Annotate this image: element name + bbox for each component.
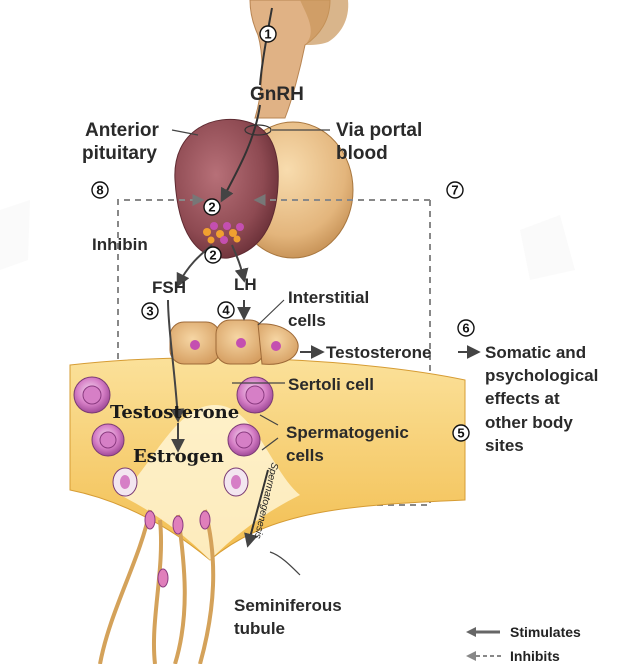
step-2a: 2	[204, 199, 220, 215]
somatic-effects-label-line4: other body	[485, 413, 573, 432]
testosterone-inner-label: Testosterone	[110, 402, 239, 423]
svg-text:5: 5	[457, 426, 464, 441]
inhibin-label: Inhibin	[92, 235, 148, 254]
spermatogenic-cells-label-line1: Spermatogenic	[286, 423, 409, 442]
somatic-effects-label-line1: Somatic and	[485, 343, 586, 362]
seminiferous-tubule-label-line1: Seminiferous	[234, 596, 342, 615]
step-6: 6	[458, 320, 474, 336]
legend: Stimulates Inhibits	[466, 624, 581, 664]
step-3: 3	[142, 303, 158, 319]
svg-text:3: 3	[146, 304, 153, 319]
svg-text:4: 4	[222, 303, 230, 318]
svg-text:1: 1	[264, 27, 271, 42]
anterior-pituitary-label-line1: Anterior	[85, 120, 160, 141]
legend-stimulates: Stimulates	[466, 624, 581, 640]
svg-text:2: 2	[209, 248, 216, 263]
via-portal-blood-label-line1: Via portal	[336, 120, 422, 141]
anterior-pituitary-label-line2: pituitary	[82, 143, 157, 164]
legend-stimulates-label: Stimulates	[510, 624, 581, 640]
lh-label: LH	[234, 275, 257, 294]
step-1: 1	[260, 26, 276, 42]
spermatogenic-cells-label-line2: cells	[286, 446, 324, 465]
via-portal-blood-label-line2: blood	[336, 143, 388, 164]
somatic-effects-label-line5: sites	[485, 436, 524, 455]
svg-text:8: 8	[96, 183, 103, 198]
step-2b: 2	[205, 247, 221, 263]
step-7: 7	[447, 182, 463, 198]
gnrh-label: GnRH	[250, 84, 304, 105]
estrogen-label: Estrogen	[133, 446, 224, 467]
interstitial-cells-label-line2: cells	[288, 311, 326, 330]
seminiferous-tubule-label-line2: tubule	[234, 619, 285, 638]
sertoli-cell-label: Sertoli cell	[288, 375, 374, 394]
legend-inhibits: Inhibits	[466, 648, 560, 664]
step-5: 5	[453, 425, 469, 441]
somatic-effects-label-line2: psychological	[485, 366, 598, 385]
interstitial-cells-label-line1: Interstitial	[288, 288, 369, 307]
somatic-effects-label-line3: effects at	[485, 389, 560, 408]
testosterone-label: Testosterone	[326, 343, 432, 362]
step-8: 8	[92, 182, 108, 198]
fsh-label: FSH	[152, 278, 186, 297]
svg-text:6: 6	[462, 321, 469, 336]
svg-text:2: 2	[208, 200, 215, 215]
legend-inhibits-label: Inhibits	[510, 648, 560, 664]
step-4: 4	[218, 302, 234, 318]
svg-text:7: 7	[451, 183, 458, 198]
interstitial-cells	[170, 320, 298, 364]
